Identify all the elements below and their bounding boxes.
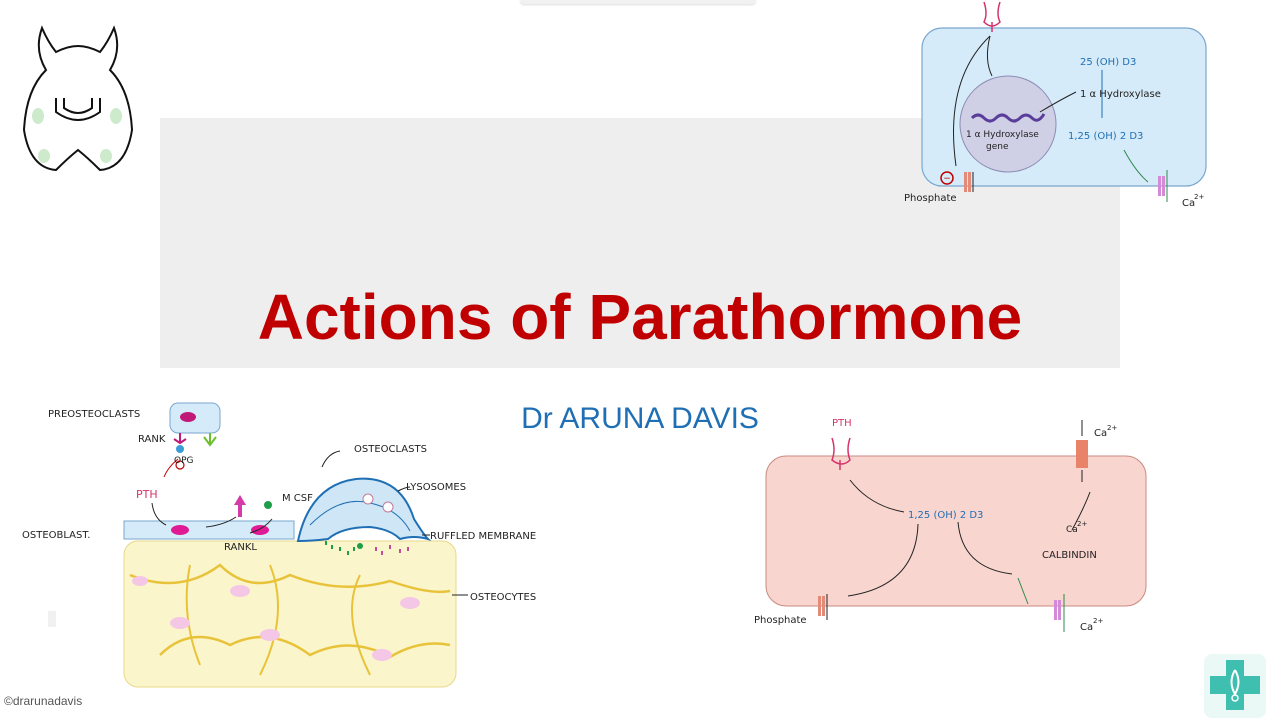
lysosomes-label: LYSOSOMES — [406, 482, 466, 493]
rankl-label: RANKL — [224, 542, 257, 553]
pth-label-bone: PTH — [136, 488, 158, 501]
osteocytes-label: OSTEOCYTES — [470, 592, 536, 603]
gene-label-2: gene — [986, 142, 1009, 152]
calcium-top-charge: 2+ — [1107, 424, 1117, 432]
calcium-top-label: Ca — [1094, 428, 1107, 439]
pth-label-intestine: PTH — [832, 418, 852, 429]
slide-title: Actions of Parathormone — [257, 281, 1023, 353]
phosphate-label-intestine: Phosphate — [754, 615, 807, 626]
rank-label: RANK — [138, 434, 166, 445]
calcium-mid-charge: 2+ — [1077, 520, 1087, 528]
osteoblast-label: OSTEOBLAST. — [22, 530, 90, 541]
author-name: Dr ARUNA DAVIS — [521, 402, 759, 435]
enzyme-label: 1 α Hydroxylase — [1080, 89, 1161, 100]
preosteoclasts-label: PREOSTEOCLASTS — [48, 409, 140, 420]
phosphate-label: Phosphate — [904, 193, 957, 204]
mcsf-label: M CSF — [282, 493, 313, 504]
top-tab-bar — [520, 0, 756, 4]
medical-cross-logo-icon — [1204, 654, 1266, 718]
bone-remodeling-diagram: PREOSTEOCLASTS RANK OPG PTH OSTEOBLAST. … — [22, 402, 536, 688]
minus-symbol: − — [943, 174, 951, 184]
gene-label-1: 1 α Hydroxylase — [966, 130, 1039, 140]
calcitriol-label: 1,25 (OH) 2 D3 — [1068, 131, 1143, 142]
opg-label: OPG — [174, 456, 194, 466]
copyright-text: ©drarunadavis — [4, 694, 83, 708]
calcitriol-label-intestine: 1,25 (OH) 2 D3 — [908, 510, 983, 521]
osteoclasts-label: OSTEOCLASTS — [354, 444, 427, 455]
ruffled-membrane-label: RUFFLED MEMBRANE — [430, 531, 536, 542]
calcifediol-label: 25 (OH) D3 — [1080, 57, 1136, 68]
calcium-label: Ca — [1182, 198, 1195, 209]
calbindin-label: CALBINDIN — [1042, 550, 1097, 561]
calcium-bottom-label: Ca — [1080, 622, 1093, 633]
thyroid-parathyroid-icon — [22, 25, 134, 172]
intestinal-cell-diagram: PTH 1,25 (OH) 2 D3 CALBINDIN Ca 2+ Ca 2+… — [754, 418, 1147, 633]
calcium-charge: 2+ — [1194, 193, 1204, 201]
calcium-mid-label: Ca — [1066, 525, 1078, 535]
kidney-cell-diagram: − 25 (OH) D3 1 α Hydroxylase 1 α Hydroxy… — [904, 1, 1207, 209]
calcium-bottom-charge: 2+ — [1093, 617, 1103, 625]
